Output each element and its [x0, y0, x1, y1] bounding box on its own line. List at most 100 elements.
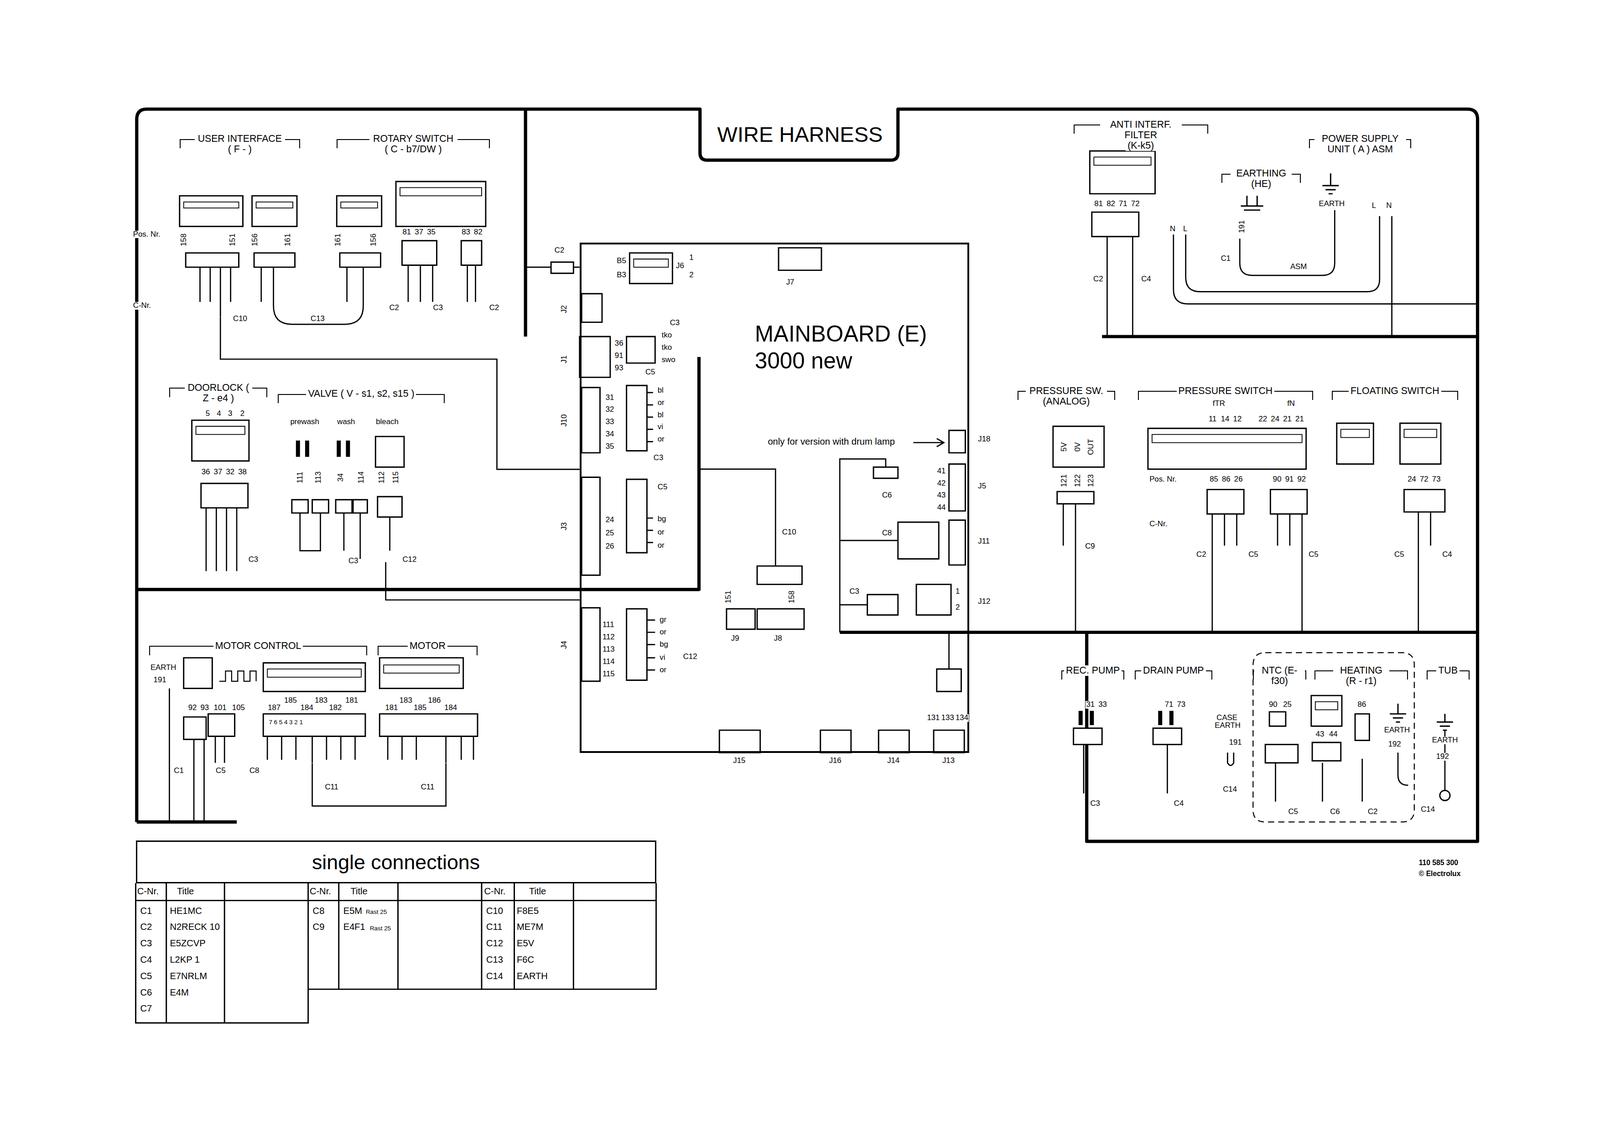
pin-label: 181	[384, 704, 399, 712]
pin-label: 151	[228, 233, 237, 247]
harness-border	[136, 109, 1478, 842]
pin-label: wash	[336, 418, 356, 426]
pin-label: C5	[215, 767, 226, 775]
table-cell: C-Nr.	[309, 886, 332, 896]
pin-label: 11	[1208, 415, 1217, 424]
heading-group: EARTHING (HE)	[1230, 168, 1292, 190]
pin-label: vi	[657, 423, 664, 432]
pin-label: 81	[401, 228, 412, 237]
pin-label: 73	[1176, 701, 1187, 709]
earth-symbols	[1240, 173, 1453, 731]
pin-label: 187	[267, 704, 281, 712]
pin-label: 82	[473, 228, 484, 237]
diagram-title: WIRE HARNESS	[706, 123, 894, 146]
pin-label: 92	[187, 704, 198, 712]
pin-label: N	[1385, 202, 1393, 210]
document-number: 110 585 300	[1418, 859, 1459, 867]
table-cell: C6	[140, 987, 153, 998]
heading-group: TUB	[1427, 665, 1469, 676]
pin-label: EARTH	[1318, 200, 1346, 208]
pin-label: 24	[1270, 415, 1280, 424]
pin-label: bl	[657, 411, 665, 420]
pin-label: C2	[388, 304, 400, 312]
pin-label: 191	[153, 676, 167, 685]
pin-label: 113	[602, 645, 616, 654]
connector-plugs	[179, 150, 1445, 764]
pin-label: 72	[1130, 200, 1141, 208]
pin-label: 73	[1431, 475, 1442, 484]
pin-label: 12	[1232, 415, 1243, 424]
table-cell: C13	[485, 955, 504, 965]
pin-label: 101	[213, 704, 228, 712]
heading-group: NTC (E-f30)	[1254, 665, 1306, 687]
heading-group: USER INTERFACE ( F - )	[194, 133, 286, 155]
pin-label: 31	[605, 394, 615, 402]
pin-label: 115	[602, 670, 616, 679]
pin-label: 3	[227, 410, 233, 418]
heading-group: PRESSURE SW. (ANALOG)	[1025, 385, 1107, 407]
table-cell: C-Nr.	[483, 886, 506, 896]
pin-label: C5	[644, 368, 656, 377]
component-heading: MOTOR	[407, 640, 448, 652]
pin-label: J12	[977, 597, 991, 606]
table-cell: E5ZCVP	[169, 938, 206, 948]
pin-label: C2	[1367, 808, 1378, 816]
pin-label: J4	[560, 640, 569, 650]
pin-label: 34	[337, 472, 345, 483]
table-cell: N2RECK 10	[169, 922, 221, 932]
pin-label: 93	[200, 704, 210, 712]
wire-connector	[220, 317, 580, 470]
pin-label: or	[657, 541, 665, 550]
pin-label: C3	[248, 555, 259, 564]
pin-label: 92	[1297, 475, 1307, 484]
component-bracket: ANTI INTERF. FILTER(K-k5)	[1073, 119, 1209, 273]
pin-label: C11	[420, 783, 436, 792]
pin-label: 0V	[1073, 441, 1082, 453]
table-grid	[135, 883, 657, 1024]
pin-label: 32	[225, 468, 235, 477]
pin-label: C2	[1195, 550, 1207, 559]
pin-label: C4	[1173, 800, 1185, 808]
pin-label: swo	[661, 356, 676, 364]
board-title: MAINBOARD (E) 3000 new	[754, 320, 959, 375]
pin-label: 83	[461, 228, 471, 237]
component-bracket: REC. PUMP	[1061, 665, 1125, 758]
pin-label: 111	[602, 621, 615, 629]
table-cell: E4F1	[342, 922, 366, 932]
pin-label: 1	[688, 254, 694, 262]
pin-label: 158	[179, 233, 188, 247]
pin-label: fN	[1286, 400, 1296, 408]
pin-label: 34	[605, 430, 615, 439]
component-heading: MOTOR CONTROL	[213, 640, 304, 652]
pin-label: C8	[881, 529, 893, 538]
pin-label: 36	[201, 468, 211, 477]
pin-label: 35	[426, 228, 437, 237]
pin-label: 14	[1220, 415, 1231, 424]
pin-label: 123	[1086, 473, 1095, 488]
pin-label: tko	[661, 343, 673, 352]
pin-label: 86	[1357, 701, 1367, 709]
pin-label: 38	[237, 468, 248, 477]
table-cell: Rast 25	[369, 925, 392, 932]
pin-label: C3	[348, 557, 359, 566]
pin-label: fTR	[1212, 400, 1226, 408]
pin-label: J16	[828, 757, 842, 765]
pin-label: 151	[724, 590, 733, 604]
pin-label: EARTH	[1383, 726, 1411, 735]
pin-label: 186	[427, 696, 442, 705]
table-cell: EARTH	[516, 971, 549, 981]
pin-label: J6	[675, 262, 685, 271]
pin-label: C-Nr.	[1148, 520, 1168, 529]
component-heading: REC. PUMP	[1064, 665, 1122, 676]
pin-label: 26	[605, 542, 615, 551]
table-cell: C11	[485, 922, 503, 932]
table-cell: Rast 25	[365, 909, 388, 915]
pin-label: 5V	[1060, 441, 1069, 453]
heading-group: single connections	[310, 851, 482, 873]
component-heading: HEATING (R - r1)	[1333, 665, 1390, 687]
table-cell: C12	[485, 938, 504, 948]
heading-group: MAINBOARD (E) 3000 new	[754, 320, 959, 375]
pin-label: C6	[1329, 808, 1341, 816]
pin-label: 161	[284, 233, 292, 247]
